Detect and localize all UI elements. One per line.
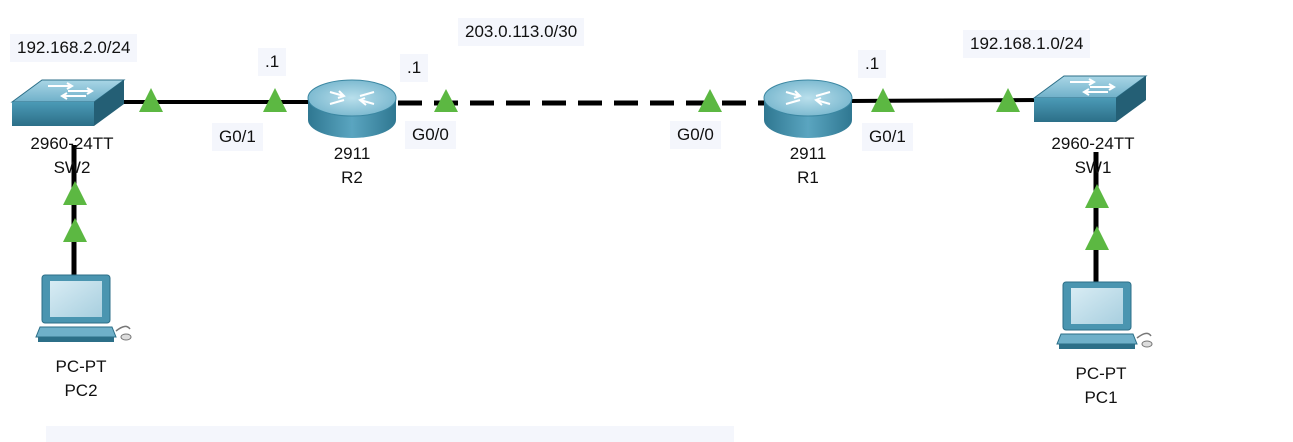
switch-sw2-icon[interactable] bbox=[10, 79, 126, 126]
device-model-sw2: 2960-24TT bbox=[30, 134, 114, 153]
pc-pc2-icon[interactable] bbox=[35, 274, 132, 342]
link-up-icon bbox=[1085, 184, 1109, 208]
link-up-icon bbox=[63, 218, 87, 242]
link-up-icon bbox=[434, 89, 458, 112]
device-model-pc2: PC-PT bbox=[55, 357, 107, 376]
network-label-left-lan: 192.168.2.0/24 bbox=[10, 34, 138, 62]
link-status-indicators bbox=[63, 88, 1109, 250]
bottom-label-strip bbox=[46, 426, 734, 442]
device-name-r2: R2 bbox=[341, 168, 363, 187]
link-up-icon bbox=[871, 88, 895, 112]
network-label-right-lan: 192.168.1.0/24 bbox=[963, 30, 1091, 58]
host-address-r1-g01: .1 bbox=[858, 50, 887, 78]
device-name-pc1: PC1 bbox=[1084, 388, 1118, 407]
device-name-pc2: PC2 bbox=[64, 381, 98, 400]
host-address-r2-g00: .1 bbox=[400, 54, 429, 82]
link-up-icon bbox=[139, 88, 163, 112]
switch-sw1-icon[interactable] bbox=[1032, 75, 1148, 122]
device-name-sw1: SW1 bbox=[1074, 158, 1112, 177]
interface-label-r2-g00: G0/0 bbox=[405, 121, 456, 149]
device-model-r1: 2911 bbox=[789, 144, 827, 163]
link-up-icon bbox=[263, 88, 287, 112]
router-r2-icon[interactable] bbox=[307, 79, 397, 138]
pc-pc1-icon[interactable] bbox=[1056, 281, 1153, 349]
link-up-icon bbox=[63, 181, 87, 205]
link-up-icon bbox=[1085, 226, 1109, 250]
host-address-r2-g01: .1 bbox=[258, 48, 287, 76]
network-label-wan: 203.0.113.0/30 bbox=[458, 18, 585, 46]
router-r1-icon[interactable] bbox=[763, 79, 853, 138]
interface-label-r1-g01: G0/1 bbox=[862, 123, 913, 151]
device-model-sw1: 2960-24TT bbox=[1051, 134, 1135, 153]
interface-label-r1-g00: G0/0 bbox=[670, 121, 721, 149]
device-name-r1: R1 bbox=[797, 168, 819, 187]
link-up-icon bbox=[698, 89, 722, 112]
device-model-pc1: PC-PT bbox=[1075, 364, 1127, 383]
device-name-sw2: SW2 bbox=[53, 158, 91, 177]
link-up-icon bbox=[996, 88, 1020, 112]
interface-label-r2-g01: G0/1 bbox=[212, 123, 263, 151]
device-model-r2: 2911 bbox=[333, 144, 371, 163]
